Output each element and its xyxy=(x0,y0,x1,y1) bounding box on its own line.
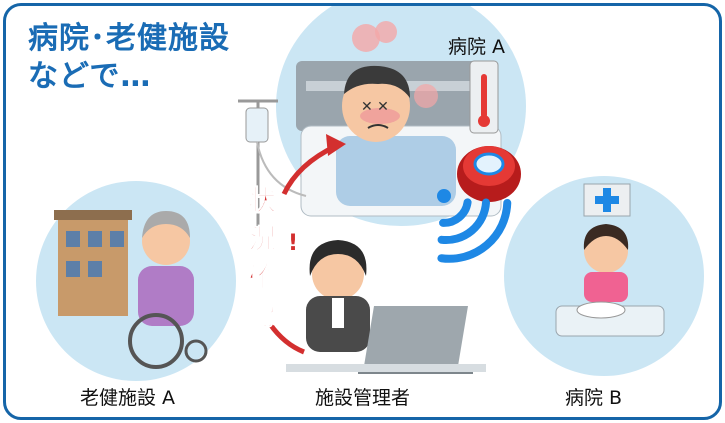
svg-text:!: ! xyxy=(288,231,298,256)
nurse-call-button-icon xyxy=(457,146,521,202)
status-check-char: 状 xyxy=(247,184,276,218)
label-facility-manager: 施設管理者 xyxy=(315,387,411,409)
scene-illustration: ✕ ✕ xyxy=(54,21,665,374)
sick-patient-illustration: ✕ ✕ xyxy=(296,21,502,217)
wireless-signal-icon xyxy=(437,189,512,263)
heading: 病院･老健施設 などで… xyxy=(28,20,230,96)
label-hospital-a: 病院 A xyxy=(448,36,506,58)
thermometer-icon xyxy=(469,60,499,134)
elderly-woman-wheelchair-illustration xyxy=(128,211,208,369)
iv-drip-icon xyxy=(238,99,307,226)
svg-text:✕ ✕: ✕ ✕ xyxy=(361,99,389,115)
status-check-char: 確 xyxy=(247,260,276,294)
heading-line1: 病院･老健施設 xyxy=(28,21,230,56)
illustration-frame: 病院･老健施設 などで… ✕ ✕ xyxy=(3,3,722,420)
status-check-text: 状 況 確 認 xyxy=(242,182,282,334)
status-check-arrow: ! xyxy=(267,134,346,355)
desk xyxy=(286,364,486,372)
label-hospital-b: 病院 B xyxy=(565,387,623,409)
facility-manager-illustration xyxy=(306,240,370,352)
label-nursing-home-a: 老健施設 A xyxy=(80,387,176,409)
status-check-char: 況 xyxy=(247,222,276,256)
status-check-char: 認 xyxy=(247,298,276,332)
hospital-sign-icon xyxy=(583,183,631,217)
heading-line2: などで… xyxy=(28,59,152,94)
laptop-icon xyxy=(358,306,473,374)
nursing-home-building-icon xyxy=(54,210,132,316)
girl-in-hospital-bed-illustration xyxy=(555,224,665,337)
